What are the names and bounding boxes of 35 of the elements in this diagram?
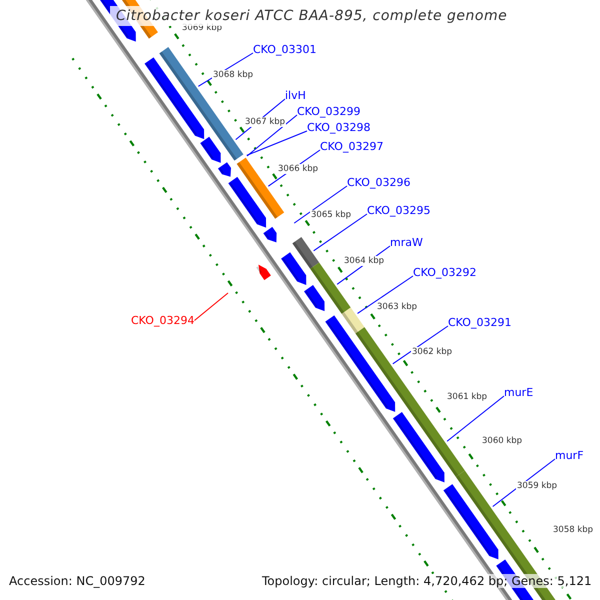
gene-label: CKO_03297 (320, 140, 384, 153)
gene-label: CKO_03296 (347, 176, 410, 189)
scale-label: 3063 kbp (376, 302, 418, 312)
leader-line (392, 326, 448, 364)
gene-label: CKO_03301 (253, 43, 316, 56)
gene-label: CKO_03292 (413, 266, 476, 279)
genome-summary: Topology: circular; Length: 4,720,462 bp; Genes: 5,121 (262, 574, 592, 588)
gene-label: mraW (390, 236, 423, 249)
scale-label: 3058 kbp (552, 525, 594, 535)
leader-line (492, 458, 556, 507)
scale-label: 3066 kbp (277, 164, 320, 174)
accession-label: Accession: NC_009792 (9, 574, 146, 588)
leader-line (313, 214, 368, 252)
leader-line (246, 114, 298, 156)
gene-label: murF (555, 449, 584, 462)
gene-label: CKO_03294 (131, 314, 194, 327)
leader-line (246, 130, 308, 156)
scale-label: 3068 kbp (212, 70, 254, 80)
scale-label: 3059 kbp (516, 481, 558, 491)
leader-line (194, 292, 228, 321)
scale-label: 3065 kbp (310, 210, 352, 220)
scale-label: 3064 kbp (343, 256, 386, 266)
gene-label: ilvH (285, 89, 306, 102)
scale-label: 3062 kbp (411, 347, 454, 357)
scale-label: 3067 kbp (244, 117, 286, 127)
gene-label: CKO_03299 (297, 105, 360, 118)
gene-label: CKO_03295 (367, 204, 430, 217)
leader-line (446, 396, 504, 442)
leader-line (294, 186, 348, 224)
scale-label: 3061 kbp (446, 392, 488, 402)
gene-label: CKO_03291 (448, 316, 512, 329)
gene-label: CKO_03298 (307, 121, 370, 134)
gene-label: murE (504, 386, 534, 399)
scale-label: 3060 kbp (481, 436, 524, 446)
leader-line (357, 276, 414, 314)
